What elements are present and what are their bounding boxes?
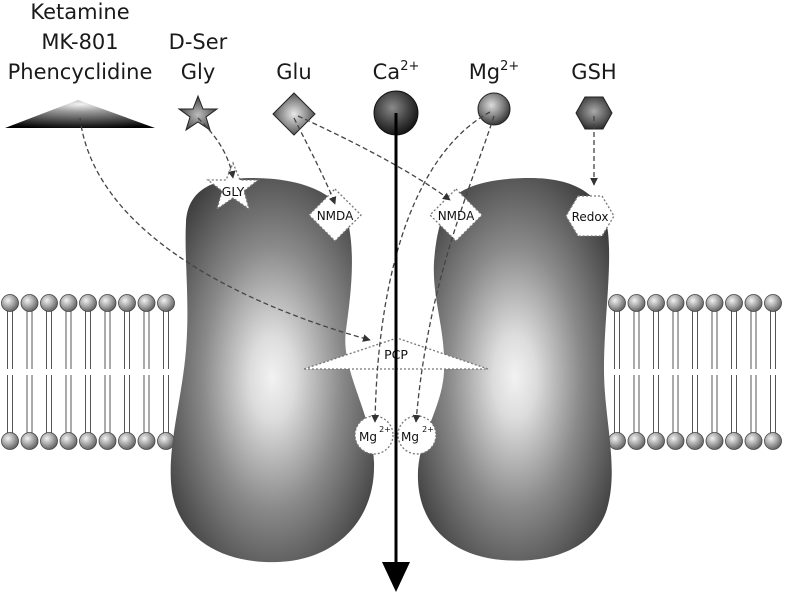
lipid-head bbox=[744, 432, 763, 450]
lipid-head bbox=[118, 432, 136, 450]
lipid-head bbox=[705, 432, 724, 450]
lipid-head bbox=[627, 294, 646, 312]
lipid-head bbox=[764, 294, 782, 312]
ketamine-triangle-icon bbox=[5, 100, 155, 128]
lipid-head bbox=[686, 294, 704, 312]
lipid-head bbox=[627, 432, 646, 450]
mg-charge: 2+ bbox=[500, 59, 520, 74]
mg-site-2-charge: 2+ bbox=[422, 425, 434, 434]
lipid-head bbox=[137, 432, 156, 450]
magnesium-ion-icon bbox=[477, 92, 511, 126]
mg-site-2-text: Mg bbox=[401, 430, 419, 444]
lipid-bilayer bbox=[1, 294, 782, 450]
mg-site-2-label: Mg bbox=[401, 430, 419, 444]
glu-label: Glu bbox=[276, 60, 312, 84]
mg-site-1-label: Mg bbox=[359, 430, 377, 444]
lipid-head bbox=[666, 294, 685, 312]
lipid-head bbox=[666, 432, 685, 450]
nmda-site-left-diamond bbox=[308, 188, 362, 242]
lipid-head bbox=[20, 294, 39, 312]
ketamine-to-pcp-path bbox=[79, 117, 371, 342]
ca-charge: 2+ bbox=[400, 59, 420, 74]
nmda-site-right-diamond bbox=[429, 188, 483, 242]
lipid-head bbox=[79, 294, 97, 312]
lipid-head bbox=[118, 294, 136, 312]
ketamine-label-line-2: MK-801 bbox=[41, 30, 119, 54]
lipid-head bbox=[98, 432, 117, 450]
redox-site-hexagon bbox=[565, 195, 615, 237]
ca-symbol: Ca bbox=[372, 60, 401, 84]
lipid-head bbox=[59, 432, 78, 450]
mg-symbol: Mg bbox=[468, 60, 501, 84]
lipid-head bbox=[1, 294, 19, 312]
lipid-head bbox=[1, 432, 19, 450]
lipid-head bbox=[98, 294, 117, 312]
lipid-head bbox=[40, 432, 58, 450]
nmda-site-right-label: NMDA bbox=[438, 209, 475, 223]
lipid-head bbox=[744, 294, 763, 312]
mg-site-1-text: Mg bbox=[359, 430, 377, 444]
receptor-subunit-right bbox=[417, 178, 612, 561]
lipid-head bbox=[59, 294, 78, 312]
glu-to-nmda-right-path bbox=[297, 115, 451, 201]
gsh-hexagon-icon bbox=[575, 96, 613, 130]
lipid-head bbox=[608, 294, 626, 312]
lipid-head bbox=[157, 432, 175, 450]
lipid-head bbox=[686, 432, 704, 450]
lipid-head bbox=[20, 432, 39, 450]
lipid-head bbox=[137, 294, 156, 312]
lipid-head bbox=[764, 432, 782, 450]
ketamine-label-line-3: Phencyclidine bbox=[7, 60, 153, 84]
gly-site-star bbox=[206, 161, 260, 211]
nmda-site-left-label: NMDA bbox=[317, 209, 354, 223]
receptor-subunit-left bbox=[170, 178, 375, 563]
ca-label: Ca2+ bbox=[356, 60, 436, 85]
dser-to-gly-path bbox=[197, 117, 236, 179]
lipid-head bbox=[725, 432, 743, 450]
glutamate-diamond-icon bbox=[272, 92, 316, 136]
redox-site-label: Redox bbox=[572, 210, 609, 224]
glu-to-nmda-left-path bbox=[293, 117, 337, 205]
dser-gly-star-icon bbox=[177, 94, 219, 132]
dser-label: D-Ser bbox=[168, 30, 228, 54]
lipid-head bbox=[608, 432, 626, 450]
ketamine-label-line-1: Ketamine bbox=[30, 0, 130, 24]
ketamine-label: Ketamine MK-801 Phencyclidine bbox=[2, 0, 158, 85]
lipid-head bbox=[79, 432, 97, 450]
gly-site-label: GLY bbox=[222, 184, 245, 199]
lipid-head bbox=[40, 294, 58, 312]
mg-site-1-charge: 2+ bbox=[379, 425, 391, 434]
lipid-head bbox=[647, 432, 665, 450]
lipid-head bbox=[647, 294, 665, 312]
lipid-head bbox=[157, 294, 175, 312]
gly-label: Gly bbox=[180, 60, 216, 84]
calcium-flux-arrowhead bbox=[382, 562, 410, 592]
lipid-head bbox=[705, 294, 724, 312]
lipid-head bbox=[725, 294, 743, 312]
mg-label: Mg2+ bbox=[454, 60, 534, 85]
dser-gly-label: D-Ser Gly bbox=[160, 30, 236, 85]
mg-to-site-1-path bbox=[371, 111, 491, 423]
gsh-label: GSH bbox=[571, 60, 617, 84]
